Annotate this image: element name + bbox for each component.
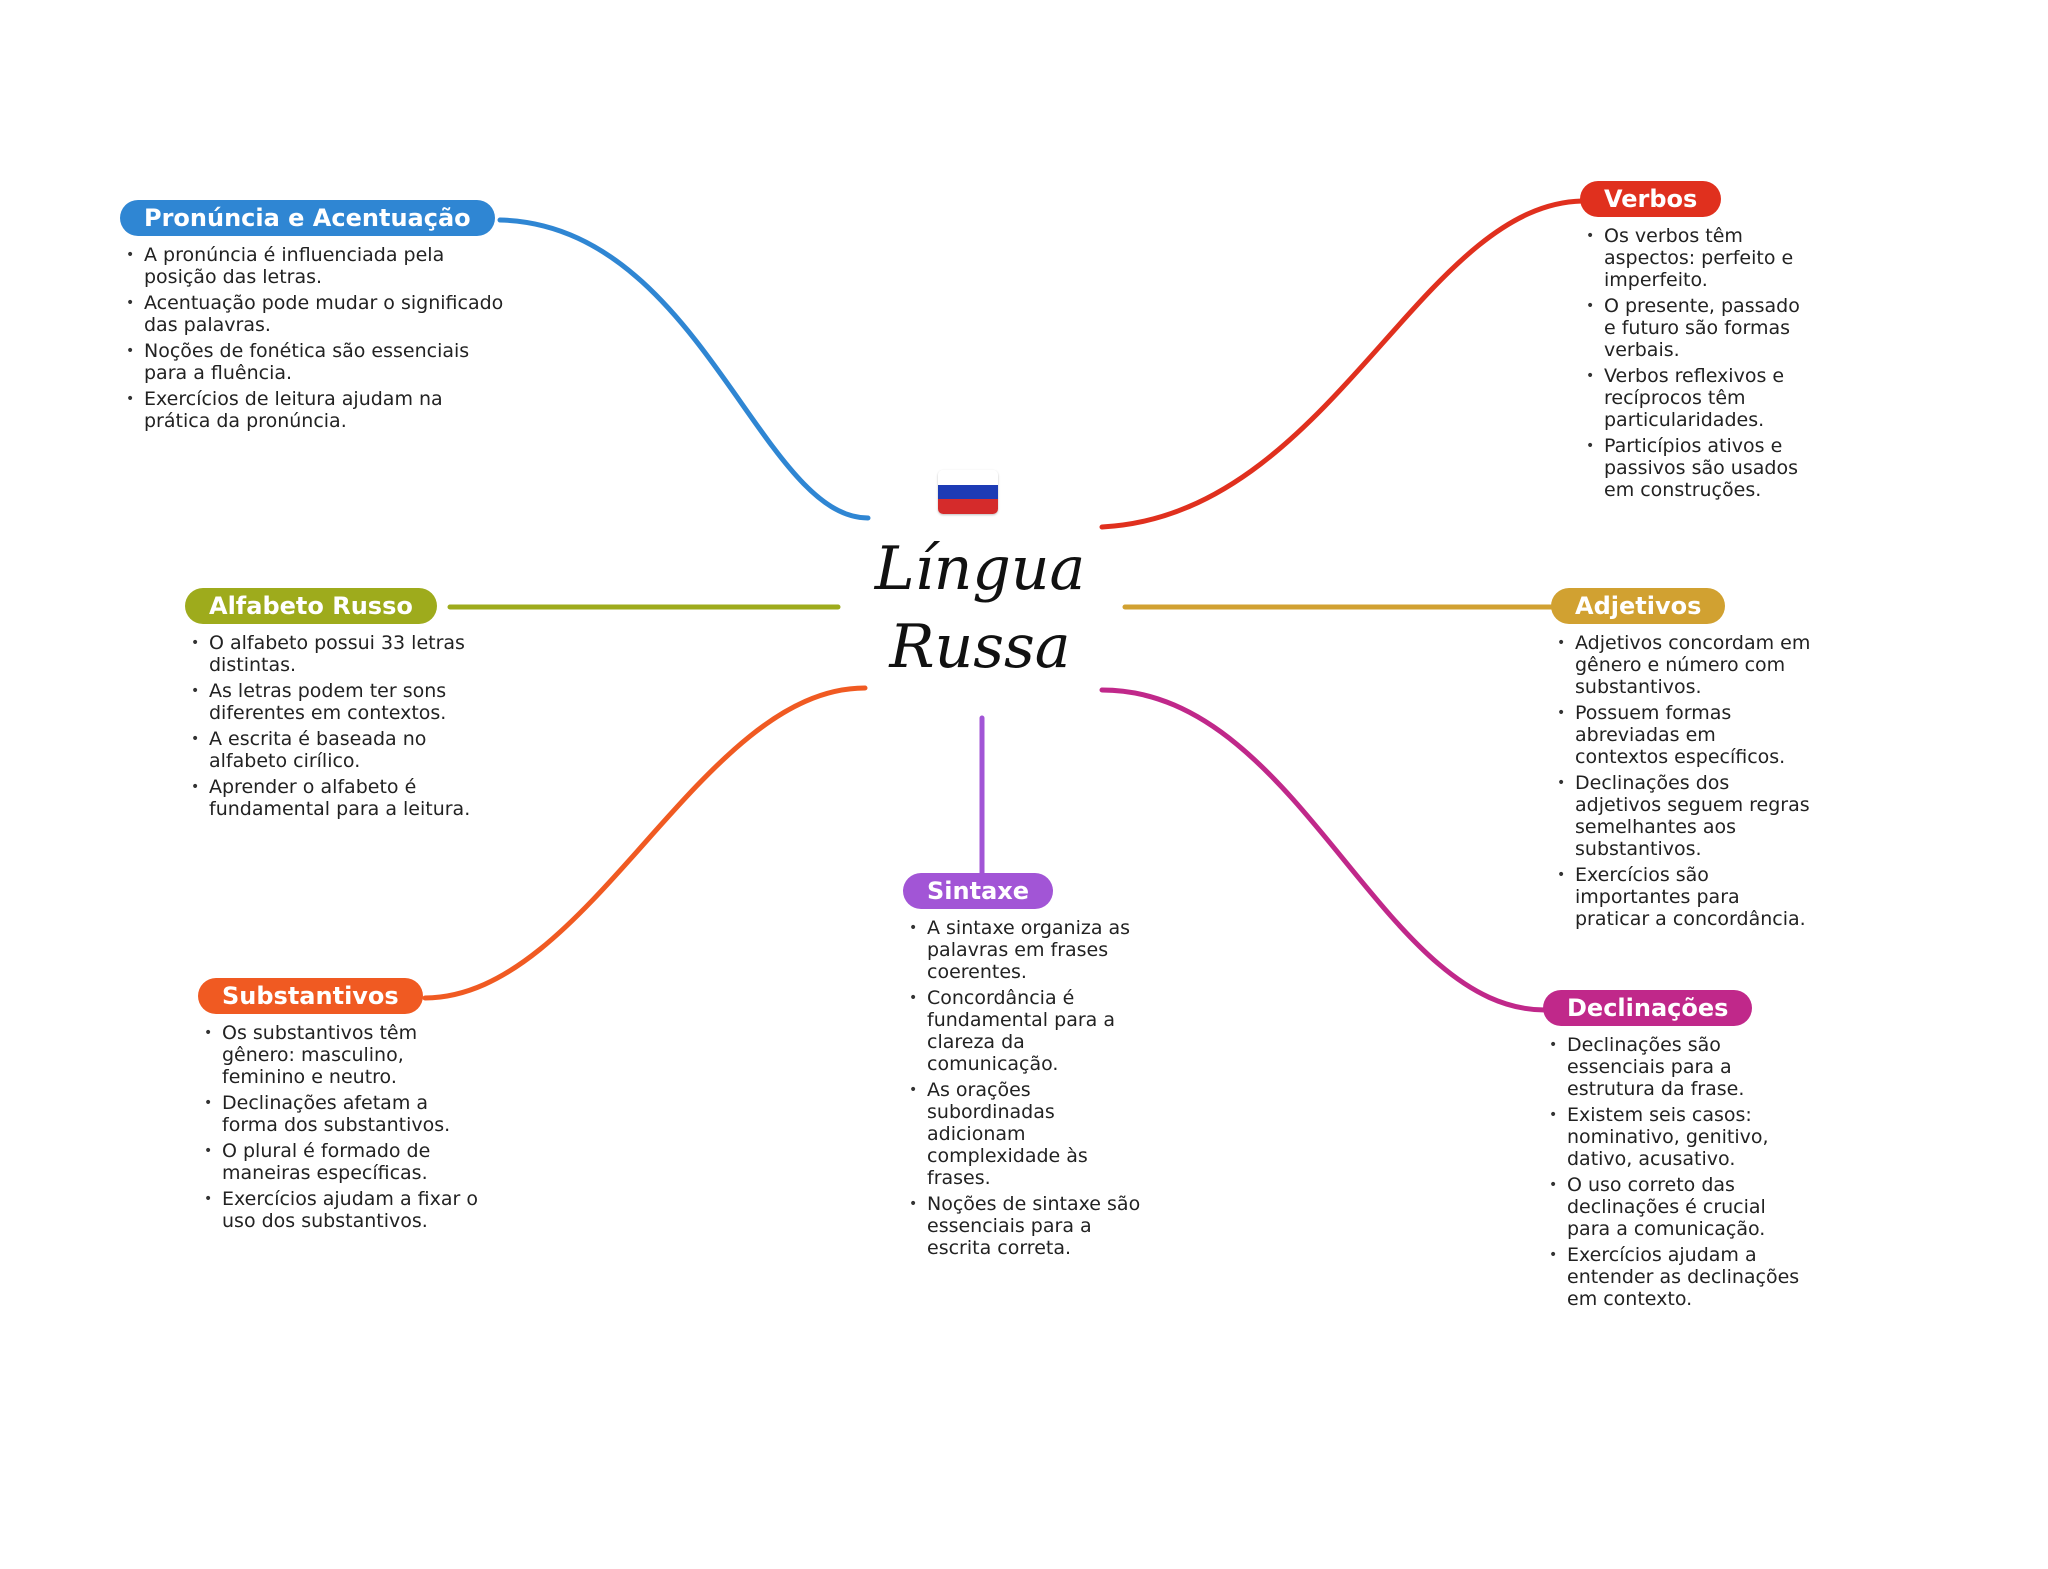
branch-alfabeto-russo: Alfabeto Russo O alfabeto possui 33 letr… [185,588,485,824]
topic-pill-verbos[interactable]: Verbos [1580,181,1722,217]
note-item: O plural é formado de maneiras específic… [204,1140,488,1184]
note-item: Existem seis casos: nominativo, genitivo… [1549,1104,1813,1170]
connector-substantivos [422,685,868,1001]
notes-list: A pronúncia é influenciada pela posição … [120,244,510,432]
note-item: O uso correto das declinações é crucial … [1549,1174,1813,1240]
note-item: O presente, passado e futuro são formas … [1586,295,1810,361]
note-item: Declinações são essenciais para a estrut… [1549,1034,1813,1100]
notes-list: O alfabeto possui 33 letras distintas. A… [185,632,485,820]
note-item: Noções de fonética são essenciais para a… [126,340,510,384]
topic-pill-declinacoes[interactable]: Declinações [1543,990,1753,1026]
note-item: Os verbos têm aspectos: perfeito e imper… [1586,225,1810,291]
note-item: Exercícios são importantes para praticar… [1557,864,1811,930]
note-item: Noções de sintaxe são essenciais para a … [909,1193,1148,1259]
note-item: A pronúncia é influenciada pela posição … [126,244,510,288]
central-topic-title: Língua Russa [874,534,1086,682]
note-item: Concordância é fundamental para a clarez… [909,987,1148,1075]
notes-list: Declinações são essenciais para a estrut… [1543,1034,1813,1310]
flag-stripe-red [938,499,998,514]
note-item: A escrita é baseada no alfabeto cirílico… [191,728,485,772]
branch-substantivos: Substantivos Os substantivos têm gênero:… [198,978,488,1236]
note-item: A sintaxe organiza as palavras em frases… [909,917,1148,983]
branch-pronuncia-acentuacao: Pronúncia e Acentuação A pronúncia é inf… [120,200,510,436]
branch-adjetivos: Adjetivos Adjetivos concordam em gênero … [1551,588,1811,934]
note-item: Particípios ativos e passivos são usados… [1586,435,1810,501]
notes-list: Os verbos têm aspectos: perfeito e imper… [1580,225,1810,501]
flag-stripe-white [938,470,998,485]
branch-sintaxe: Sintaxe A sintaxe organiza as palavras e… [903,873,1148,1263]
notes-list: Adjetivos concordam em gênero e número c… [1551,632,1811,930]
note-item: As orações subordinadas adicionam comple… [909,1079,1148,1189]
note-item: Declinações dos adjetivos seguem regras … [1557,772,1811,860]
note-item: Possuem formas abreviadas em contextos e… [1557,702,1811,768]
notes-list: Os substantivos têm gênero: masculino, f… [198,1022,488,1232]
topic-pill-alfabeto-russo[interactable]: Alfabeto Russo [185,588,437,624]
russian-flag-icon [938,470,998,514]
topic-pill-substantivos[interactable]: Substantivos [198,978,423,1014]
connector-verbos [1099,198,1585,530]
central-topic[interactable]: Língua Russa [868,470,1092,710]
note-item: Aprender o alfabeto é fundamental para a… [191,776,485,820]
branch-declinacoes: Declinações Declinações são essenciais p… [1543,990,1813,1314]
note-item: Declinações afetam a forma dos substanti… [204,1092,488,1136]
note-item: Exercícios ajudam a fixar o uso dos subs… [204,1188,488,1232]
note-item: Verbos reflexivos e recíprocos têm parti… [1586,365,1810,431]
note-item: Exercícios de leitura ajudam na prática … [126,388,510,432]
flag-stripe-blue [938,484,998,500]
note-item: Acentuação pode mudar o significado das … [126,292,510,336]
connector-pronuncia [497,217,871,521]
note-item: As letras podem ter sons diferentes em c… [191,680,485,724]
topic-pill-pronuncia-acentuacao[interactable]: Pronúncia e Acentuação [120,200,495,236]
note-item: O alfabeto possui 33 letras distintas. [191,632,485,676]
note-item: Adjetivos concordam em gênero e número c… [1557,632,1811,698]
topic-pill-adjetivos[interactable]: Adjetivos [1551,588,1726,624]
connector-declinacoes [1099,687,1548,1013]
branch-verbos: Verbos Os verbos têm aspectos: perfeito … [1580,181,1810,505]
notes-list: A sintaxe organiza as palavras em frases… [903,917,1148,1259]
note-item: Exercícios ajudam a entender as declinaç… [1549,1244,1813,1310]
note-item: Os substantivos têm gênero: masculino, f… [204,1022,488,1088]
topic-pill-sintaxe[interactable]: Sintaxe [903,873,1054,909]
